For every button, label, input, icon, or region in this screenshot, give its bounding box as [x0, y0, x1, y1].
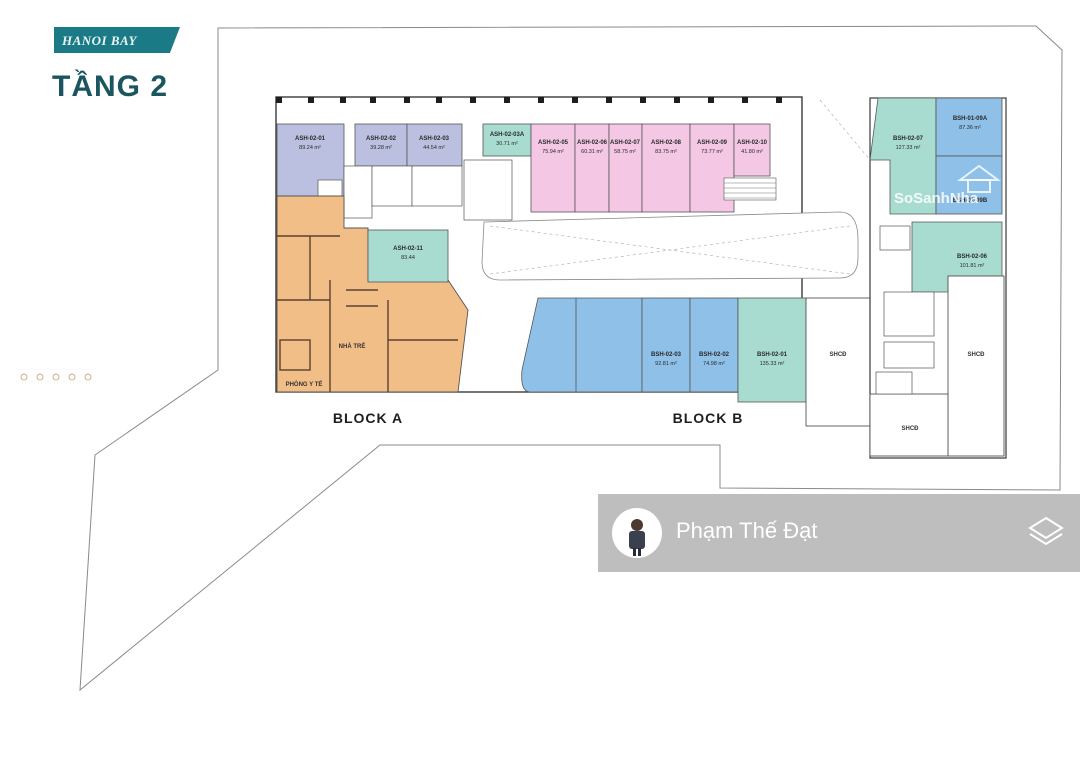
- core-block-a: [317, 159, 513, 221]
- unit-bsh-02-03a[interactable]: [521, 297, 643, 393]
- unit-label-area: 75.94 m²: [542, 149, 564, 155]
- unit-ash-02-06[interactable]: [574, 123, 610, 213]
- unit-ash-02-08[interactable]: [641, 123, 691, 213]
- unit-label-area: 73.77 m²: [701, 149, 723, 155]
- diag-b: [819, 99, 871, 161]
- agent-contact-bar[interactable]: Phạm Thế Đạt: [598, 494, 1080, 572]
- unit-label-area: 87.36 m²: [959, 125, 981, 131]
- unit-label-area: 41.80 m²: [741, 149, 763, 155]
- unit-label-code: BSH-01-09A: [953, 116, 988, 122]
- unit-ash-02-02[interactable]: [354, 123, 408, 167]
- core-block-b: [875, 225, 935, 395]
- community-room-2[interactable]: [947, 275, 1005, 457]
- brand-logo-badge: [54, 27, 180, 53]
- medical-room-label: PHÒNG Y TẾ: [286, 380, 323, 388]
- unit-label-code: ASH-02-02: [366, 136, 397, 142]
- unit-label-area: 30.71 m²: [496, 141, 518, 147]
- unit-label-area: 74.98 m²: [703, 361, 725, 367]
- unit-label-area: 101.81 m²: [960, 263, 985, 269]
- unit-label-code: BSH-02-02: [699, 352, 730, 358]
- unit-label-area: 135.33 m²: [760, 361, 785, 367]
- agent-name[interactable]: Phạm Thế Đạt: [676, 518, 818, 543]
- unit-bsh-02-02[interactable]: [689, 297, 739, 393]
- unit-label-area: 92.81 m²: [655, 361, 677, 367]
- watermark-text: SoSanhNha: [894, 190, 979, 207]
- unit-label-code: BSH-02-03: [651, 352, 682, 358]
- unit-label-area: 127.33 m²: [896, 145, 921, 151]
- unit-ash-02-10[interactable]: [733, 123, 771, 177]
- unit-label-code: BSH-01-09B: [953, 198, 988, 204]
- block-b-label: BLOCK B: [673, 410, 744, 426]
- unit-label-code: BSH-02-06: [957, 254, 988, 260]
- unit-label-area: 83.75 m²: [655, 149, 677, 155]
- unit-label-code: ASH-02-03: [419, 136, 450, 142]
- unit-ash-02-03a[interactable]: [482, 123, 532, 157]
- unit-label-area: 44.54 m²: [423, 145, 445, 151]
- courtyard-void: [481, 211, 859, 281]
- unit-label-code: ASH-02-08: [651, 140, 682, 146]
- unit-label-code: ASH-02-01: [295, 136, 326, 142]
- unit-labels: ASH-02-01 89.24 m² ASH-02-02 39.28 m² AS…: [295, 116, 988, 367]
- unit-label-code: ASH-02-07: [610, 140, 641, 146]
- nursery-partitions: [277, 235, 458, 392]
- unit-ash-02-11[interactable]: [367, 229, 449, 283]
- unit-label-area: 60.31 m²: [581, 149, 603, 155]
- person-icon: [629, 519, 645, 556]
- watermark-house-icon: [956, 164, 1002, 193]
- unit-label-code: ASH-02-05: [538, 140, 569, 146]
- unit-ash-02-05[interactable]: [530, 123, 576, 213]
- block-a-label: BLOCK A: [333, 410, 403, 426]
- unit-ash-02-07[interactable]: [608, 123, 643, 213]
- brand-logo-text: HANOI BAY: [62, 33, 137, 48]
- agent-avatar[interactable]: [612, 508, 662, 558]
- unit-label-area: 89.24 m²: [299, 145, 321, 151]
- unit-ash-02-03[interactable]: [406, 123, 463, 167]
- unit-label-code: ASH-02-09: [697, 140, 728, 146]
- unit-label-code: BSH-02-01: [757, 352, 788, 358]
- unit-label-area: 39.28 m²: [370, 145, 392, 151]
- community-room-1[interactable]: [805, 297, 871, 427]
- unit-bsh-02-01[interactable]: [737, 297, 807, 403]
- unit-bsh-01-09a[interactable]: [935, 97, 1003, 157]
- unit-label-code: BSH-02-07: [893, 136, 924, 142]
- community-room-label: SHCĐ: [901, 426, 919, 432]
- decorative-marks: [20, 373, 92, 381]
- community-room-3[interactable]: [869, 393, 949, 457]
- community-room-label: SHCĐ: [829, 352, 847, 358]
- stairs-a: [723, 177, 777, 201]
- unit-bsh-02-03[interactable]: [641, 297, 691, 393]
- courtyard-arrow: [489, 225, 851, 275]
- room-labels: NHÀ TRẺ PHÒNG Y TẾ SHCĐ SHCĐ SHCĐ: [286, 343, 986, 432]
- unit-label-code: ASH-02-10: [737, 140, 768, 146]
- layers-logo-icon: [1028, 516, 1064, 546]
- unit-label-area: 58.75 m²: [614, 149, 636, 155]
- community-room-label: SHCĐ: [967, 352, 985, 358]
- unit-label-area: 83.44: [401, 255, 415, 261]
- unit-label-code: ASH-02-06: [577, 140, 608, 146]
- floor-title: TẦNG 2: [52, 70, 169, 103]
- structural-columns: [276, 97, 782, 103]
- nursery-label: NHÀ TRẺ: [339, 343, 366, 350]
- unit-label-code: ASH-02-03A: [490, 132, 525, 138]
- unit-label-code: ASH-02-11: [393, 246, 423, 252]
